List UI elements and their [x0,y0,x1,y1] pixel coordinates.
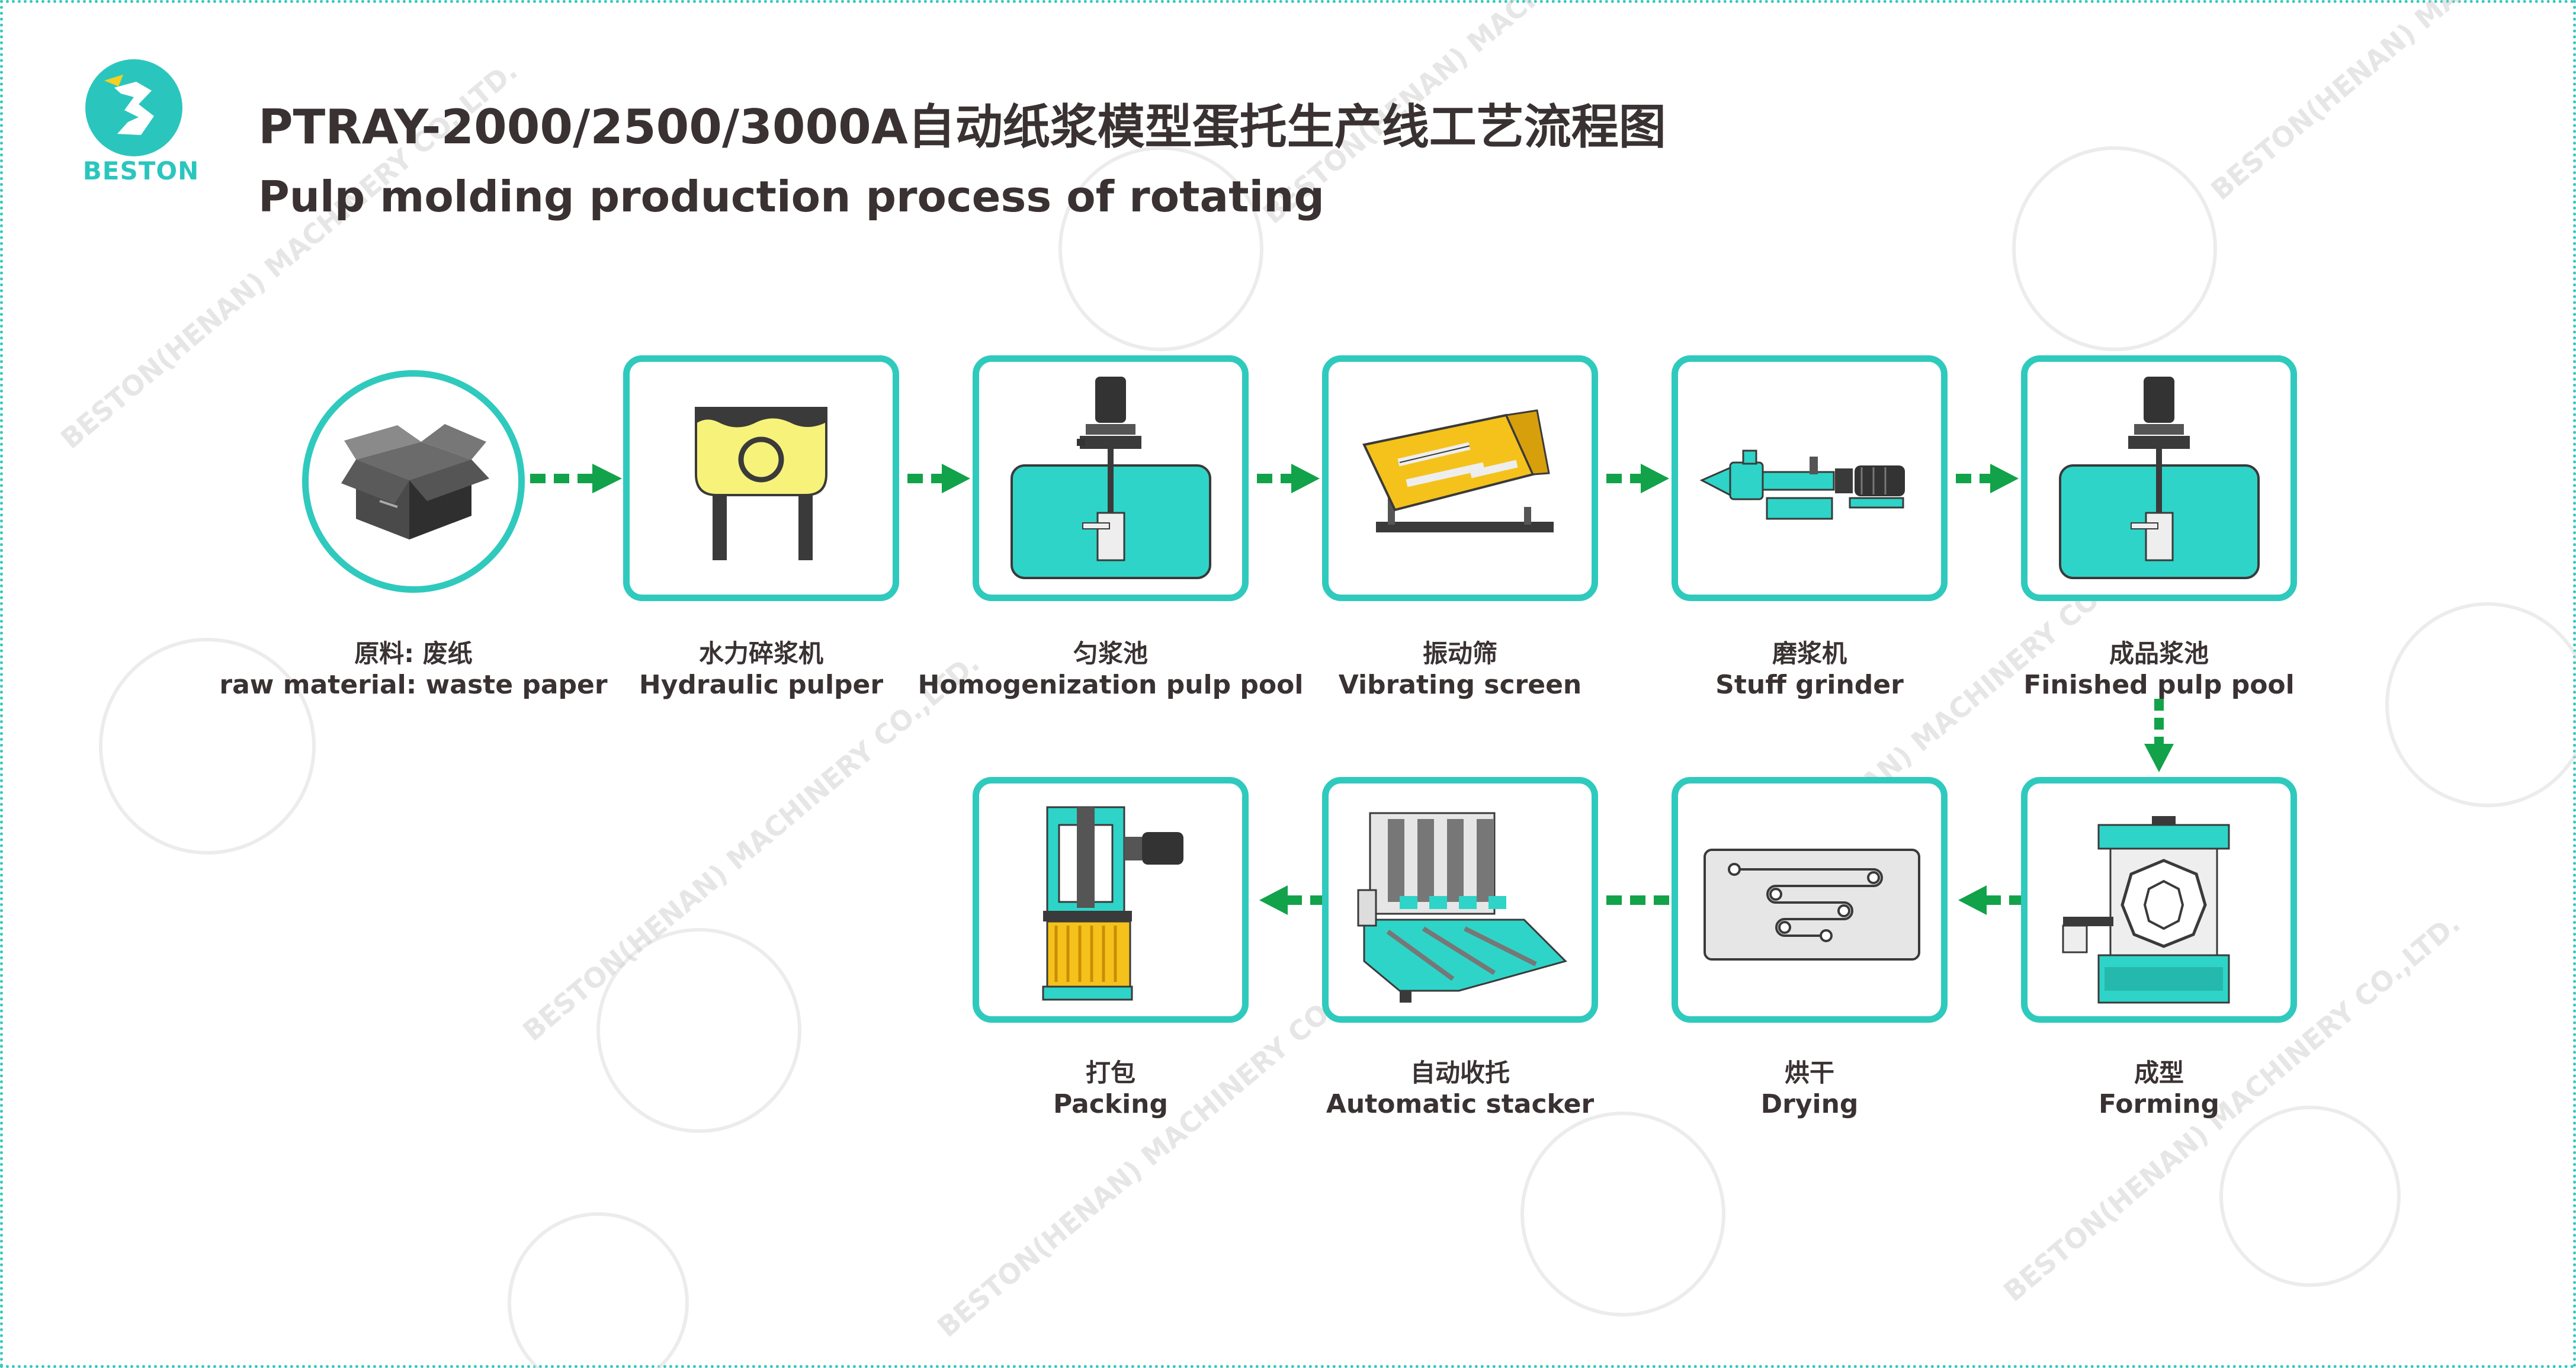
step-label-en: Automatic stacker [1326,1089,1595,1119]
flow-arrow-down [2144,699,2174,772]
step-label-en: Finished pulp pool [2023,670,2295,700]
step-drying [1672,777,1948,1023]
flow-arrow-right [530,464,622,493]
step-label-en: raw material: waste paper [219,670,608,700]
step-raw-material [302,370,525,593]
step-label-cn: 水力碎浆机 [698,639,823,668]
step-label-cn: 原料: 废纸 [354,639,473,668]
step-label-cn: 自动收托 [1410,1058,1510,1087]
step-label-homogenization-pulp-pool: 匀浆池 Homogenization pulp pool [874,638,1348,701]
step-forming [2021,777,2297,1023]
forming-machine-icon [2062,816,2230,1004]
step-label-en: Hydraulic pulper [639,670,884,700]
step-label-en: Packing [1053,1089,1168,1119]
step-label-cn: 成品浆池 [2109,639,2209,668]
page-subtitle: Pulp molding production process of rotat… [258,172,1324,221]
flow-arrow-right [1257,464,1320,493]
step-finished-pulp-pool [2021,355,2297,601]
step-homogenization-pulp-pool [973,355,1249,601]
step-label-en: Forming [2099,1089,2219,1119]
step-label-stuff-grinder: 磨浆机 Stuff grinder [1573,638,2046,701]
automatic-stacker-icon [1357,812,1567,1003]
beston-logo: BESTON [82,58,200,188]
page-title: PTRAY-2000/2500/3000A自动纸浆模型蛋托生产线工艺流程图 [258,99,1666,155]
step-label-automatic-stacker: 自动收托 Automatic stacker [1223,1058,1697,1120]
step-automatic-stacker [1322,777,1598,1023]
step-label-raw-material: 原料: 废纸 raw material: waste paper [177,638,650,701]
step-packing [973,777,1249,1023]
cardboard-box-icon [341,424,489,540]
flow-arrow-left [1259,885,1322,915]
step-label-forming: 成型 Forming [1922,1058,2396,1120]
step-label-cn: 成型 [2134,1058,2184,1087]
step-label-finished-pulp-pool: 成品浆池 Finished pulp pool [1922,638,2396,701]
step-label-en: Vibrating screen [1338,670,1582,700]
step-label-packing: 打包 Packing [874,1058,1348,1120]
step-label-cn: 磨浆机 [1772,639,1847,668]
hydraulic-pulper-icon [695,407,827,560]
packing-machine-icon [1042,806,1183,1001]
homogenization-pool-icon [1010,377,1211,579]
logo-text: BESTON [82,156,200,185]
step-label-cn: 烘干 [1784,1058,1834,1087]
flow-arrow-right [907,464,970,493]
step-label-vibrating-screen: 振动筛 Vibrating screen [1223,638,1697,701]
step-label-en: Drying [1760,1089,1859,1119]
drying-line-icon [1704,849,1920,961]
step-label-hydraulic-pulper: 水力碎浆机 Hydraulic pulper [524,638,998,701]
finished-pulp-pool-icon [2059,377,2260,579]
step-label-drying: 烘干 Drying [1573,1058,2046,1120]
flow-arrow-left [1606,895,1672,905]
step-label-en: Homogenization pulp pool [918,670,1304,700]
step-hydraulic-pulper [623,355,899,601]
step-vibrating-screen [1322,355,1598,601]
flow-arrow-right [1956,464,2019,493]
flow-arrow-left [1958,885,2021,915]
step-stuff-grinder [1672,355,1948,601]
vibrating-screen-icon [1362,409,1554,532]
step-label-cn: 匀浆池 [1073,639,1148,668]
step-label-cn: 振动筛 [1422,639,1497,668]
beston-logo-icon [85,59,182,156]
step-label-en: Stuff grinder [1715,670,1904,700]
flow-arrow-right [1606,464,1669,493]
stuff-grinder-icon [1699,449,1905,520]
step-label-cn: 打包 [1085,1058,1135,1087]
